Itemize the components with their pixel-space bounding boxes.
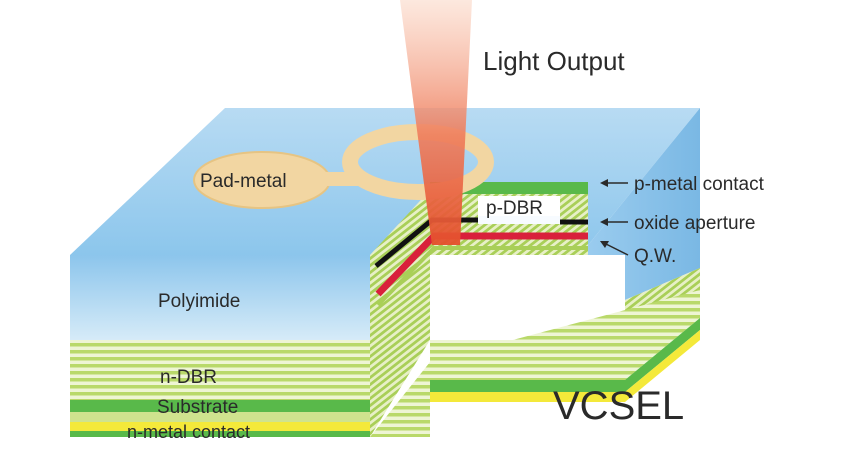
light-output-beam bbox=[400, 0, 472, 245]
oxide-aperture-label: oxide aperture bbox=[634, 213, 755, 234]
polyimide-right-face bbox=[580, 108, 700, 300]
lower-right-stack bbox=[370, 290, 700, 437]
polyimide-label: Polyimide bbox=[158, 291, 240, 312]
n-dbr-label: n-DBR bbox=[160, 367, 217, 388]
p-dbr-label: p-DBR bbox=[486, 198, 543, 219]
oxide-aperture-callout: oxide aperture bbox=[600, 213, 755, 234]
n-metal-contact-label: n-metal contact bbox=[127, 422, 250, 442]
substrate-label: Substrate bbox=[157, 397, 238, 418]
pad-metal-label: Pad-metal bbox=[200, 171, 287, 192]
p-dbr-region bbox=[478, 196, 560, 218]
substrate-light-band bbox=[70, 412, 370, 422]
p-metal-contact-callout: p-metal contact bbox=[600, 174, 765, 195]
substrate-layer bbox=[70, 400, 370, 412]
quantum-well-label: Q.W. bbox=[634, 246, 676, 267]
p-metal-contact-label: p-metal contact bbox=[634, 174, 765, 195]
quantum-well-shadow bbox=[376, 246, 588, 307]
diagram-title: VCSEL bbox=[553, 384, 684, 428]
n-metal-contact-layer bbox=[70, 422, 370, 431]
light-output-label: Light Output bbox=[483, 46, 625, 76]
polyimide-front-face bbox=[70, 255, 370, 340]
n-metal-bottom-green bbox=[70, 431, 370, 437]
quantum-well-callout: Q.W. bbox=[600, 241, 676, 267]
lower-right-nmetal bbox=[430, 330, 700, 402]
n-dbr-front-layers bbox=[70, 340, 370, 400]
p-dbr-region-inner bbox=[478, 216, 560, 224]
lower-right-substrate bbox=[430, 318, 700, 392]
